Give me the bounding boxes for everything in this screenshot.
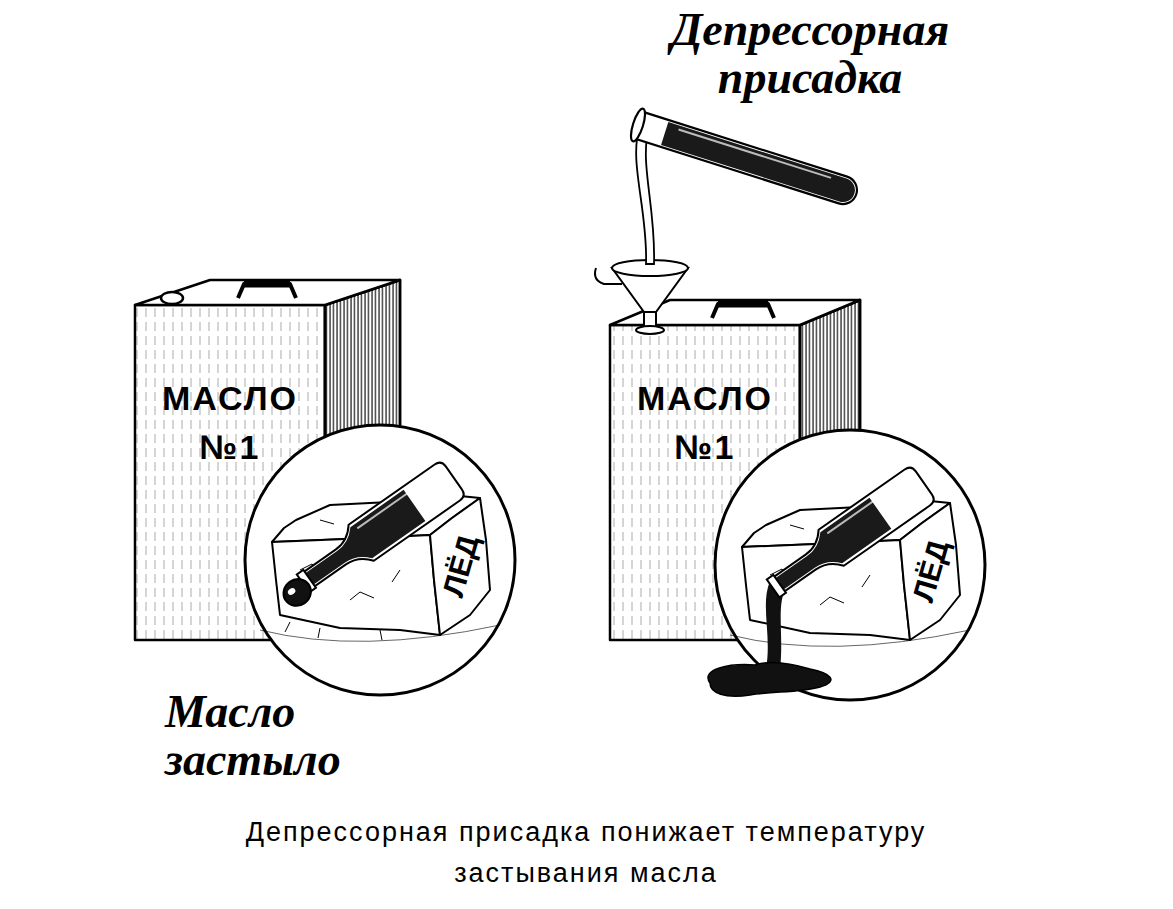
test-tube [628,107,861,210]
ice-block-label: ЛЁД [903,532,959,610]
node-text: МАСЛО №1 [622,374,788,473]
ice-block-label: ЛЁД [433,527,489,605]
inset-circle-frozen [245,425,515,695]
can-label: МАСЛО №1 [618,370,792,479]
can-label: МАСЛО №1 [143,370,317,479]
oil-pool [708,662,831,696]
node-text: ЛЁД [436,531,486,600]
funnel [595,260,688,334]
inset-circle-flowing [708,430,985,700]
node-text: МАСЛО №1 [147,374,313,473]
annotation-label: Депрессорная присадка [600,6,1020,103]
figure-caption: Депрессорная присадка понижает температу… [166,812,1006,893]
annotation-label: Масло застыло [165,688,435,785]
node-text: ЛЁД [906,536,956,605]
